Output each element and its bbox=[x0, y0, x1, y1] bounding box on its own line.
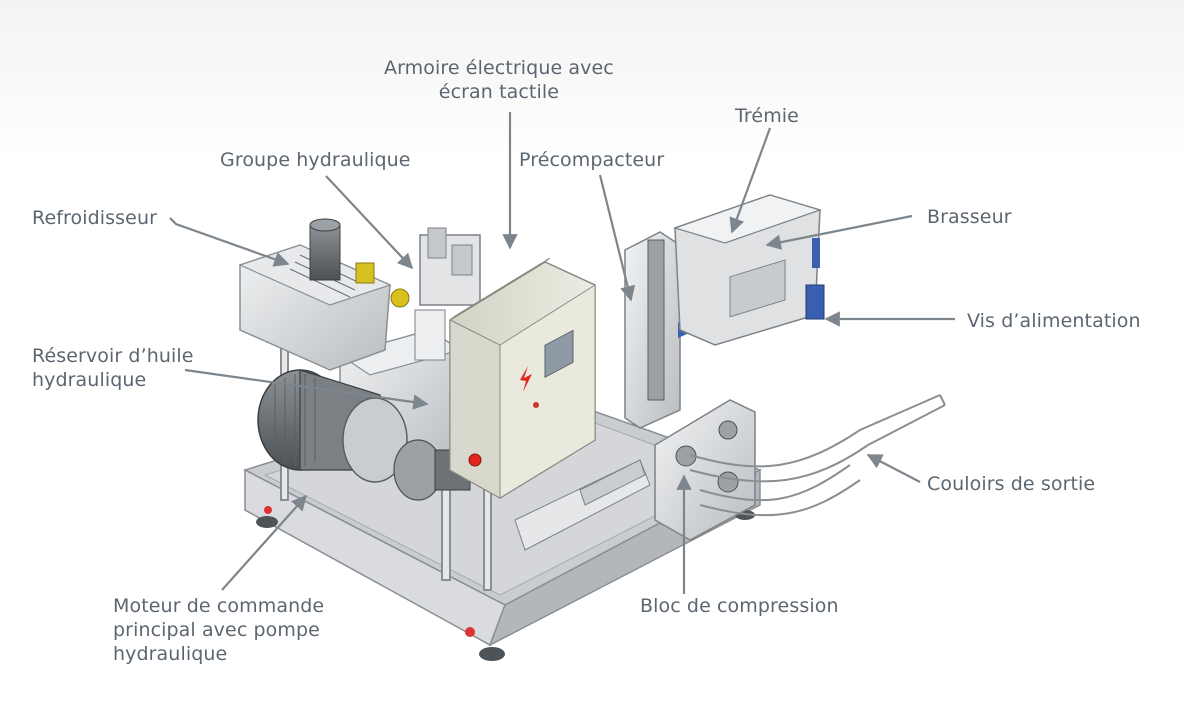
main-motor-body bbox=[257, 369, 471, 501]
label-brasseur: Brasseur bbox=[927, 206, 1012, 228]
label-couloirs-sortie: Couloirs de sortie bbox=[927, 473, 1096, 495]
compression-block bbox=[514, 399, 756, 551]
hopper-body bbox=[673, 194, 825, 346]
background-panel bbox=[0, 0, 1184, 160]
hydraulic-group-body bbox=[390, 227, 481, 361]
label-precompacteur: Précompacteur bbox=[519, 149, 665, 171]
label-refroidisseur: Refroidisseur bbox=[32, 207, 158, 229]
leader-lines bbox=[169, 112, 955, 594]
electrical-cabinet bbox=[449, 257, 596, 499]
label-reservoir-huile: Réservoir d’huile hydraulique bbox=[32, 345, 194, 391]
label-groupe-hydraulique: Groupe hydraulique bbox=[220, 149, 411, 171]
label-armoire-electrique: Armoire électrique avec écran tactile bbox=[384, 57, 614, 103]
label-tremie: Trémie bbox=[735, 105, 799, 127]
output-chutes bbox=[689, 394, 946, 517]
label-bloc-compression: Bloc de compression bbox=[640, 595, 839, 617]
label-moteur-commande: Moteur de commande principal avec pompe … bbox=[113, 595, 325, 665]
label-vis-alimentation: Vis d’alimentation bbox=[967, 310, 1141, 332]
cooler-unit bbox=[238, 218, 392, 371]
